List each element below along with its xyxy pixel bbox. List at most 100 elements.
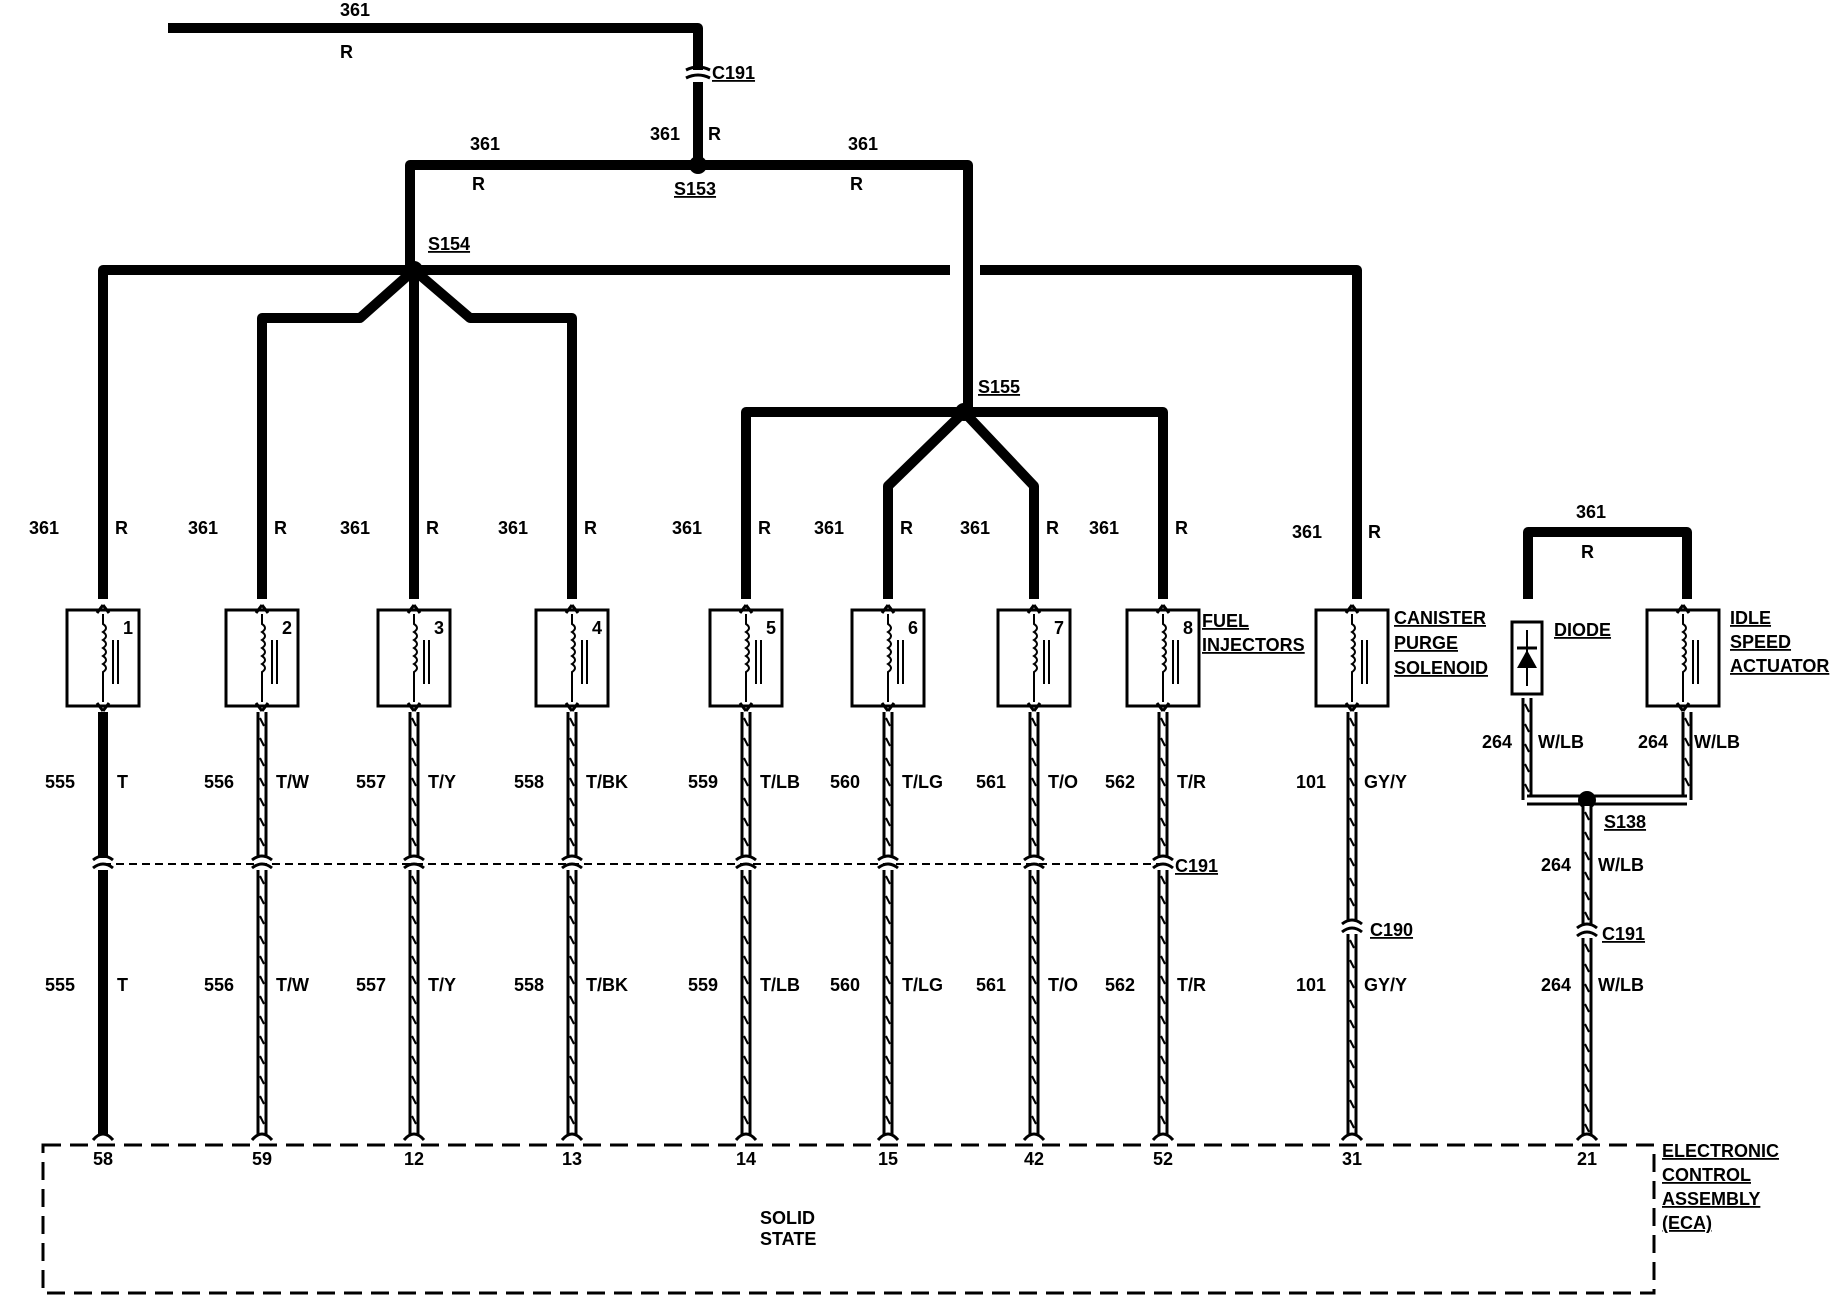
injector-7-wire-lower-stripe xyxy=(1031,1035,1037,1045)
idle-wire-lower-stripe xyxy=(1584,963,1590,973)
injector-2-wire-upper xyxy=(256,712,268,858)
injector-6-wire-upper xyxy=(882,712,894,858)
injector-3-wire-lower-stripe xyxy=(411,995,417,1005)
diode-wire-stripe xyxy=(1524,763,1530,773)
injector-6-wire-lower-stripe xyxy=(885,1015,891,1025)
injector-2-circuit-lower: 556 xyxy=(204,975,234,995)
injector-6-circuit-lower: 560 xyxy=(830,975,860,995)
injector-4-pin-cap xyxy=(560,1132,584,1142)
injector-6-wire-lower-stripe xyxy=(885,1095,891,1105)
fuel-injectors-label-line1: FUEL xyxy=(1202,611,1249,631)
canister-wire-upper-stripe xyxy=(1349,717,1355,727)
injector-8-color-upper: T/R xyxy=(1177,772,1206,792)
idle-actuator-symbol-arrows xyxy=(1675,604,1691,712)
fuel-injectors-label-line2: INJECTORS xyxy=(1202,635,1305,655)
injector-3-wire-lower-stripe xyxy=(411,895,417,905)
injector-2-wire-upper-stripe xyxy=(259,717,265,727)
injector-2-wire-lower-stripe xyxy=(259,1035,265,1045)
canister-purge-solenoid-label: CANISTER PURGE SOLENOID xyxy=(1394,608,1488,678)
injector-7-supply-circuit: 361 xyxy=(960,518,990,538)
canister-solenoid-symbol-arrows xyxy=(1344,604,1360,712)
injector-5-supply-circuit: 361 xyxy=(672,518,702,538)
injector-2-wire-lower-stripe xyxy=(259,1015,265,1025)
injector-2-wire-lower-stripe xyxy=(259,995,265,1005)
injector-5-wire-lower-stripe xyxy=(743,1095,749,1105)
diode-wire-stripe xyxy=(1524,743,1530,753)
injector-3-wire-lower-stripe xyxy=(411,1115,417,1125)
injector-7-wire-lower-stripe xyxy=(1031,935,1037,945)
injector-4-symbol-arrows xyxy=(564,604,580,712)
canister-color-upper: GY/Y xyxy=(1364,772,1407,792)
injector-2-wire-upper-stripe xyxy=(259,737,265,747)
canister-wire-lower-stripe xyxy=(1349,1019,1355,1029)
injector-8-wire-lower-stripe xyxy=(1160,935,1166,945)
injector-4-wire-upper-stripe xyxy=(569,817,575,827)
injector-3-circuit-lower: 557 xyxy=(356,975,386,995)
idle-label-line1: IDLE xyxy=(1730,608,1771,628)
injector-3-wire-upper-stripe xyxy=(411,757,417,767)
canister-wire-lower-stripe xyxy=(1349,1119,1355,1129)
injector-4-wire-upper-stripe xyxy=(569,717,575,727)
injector-8-wire-upper xyxy=(1157,712,1169,858)
feed-right-circuit: 361 xyxy=(848,134,878,154)
injector-3-wire-lower-stripe xyxy=(411,1015,417,1025)
injector-6-color-lower: T/LG xyxy=(902,975,943,995)
injector-4-symbol-coil xyxy=(570,614,576,702)
idle-label-line3: ACTUATOR xyxy=(1730,656,1829,676)
injector-7-supply-color: R xyxy=(1046,518,1059,538)
injector-4-supply-circuit: 361 xyxy=(498,518,528,538)
injector-4-wire-upper-stripe xyxy=(569,737,575,747)
injector-8-wire-upper-stripe xyxy=(1160,837,1166,847)
injector-6-wire-upper-stripe xyxy=(885,837,891,847)
injector-7-wire-lower-stripe xyxy=(1031,975,1037,985)
injector-4-wire-lower-stripe xyxy=(569,975,575,985)
injector-8-color-lower: T/R xyxy=(1177,975,1206,995)
injector-5-circuit-lower: 559 xyxy=(688,975,718,995)
injector-2-wire-upper-stripe xyxy=(259,837,265,847)
injector-5-wire-lower-stripe xyxy=(743,995,749,1005)
injector-3-pin-cap xyxy=(402,1132,426,1142)
eca-inner-line1: SOLID xyxy=(760,1208,815,1228)
eca-inner-line2: STATE xyxy=(760,1229,816,1249)
injector-5-wire-lower-stripe xyxy=(743,935,749,945)
injector-1-color-lower: T xyxy=(117,975,128,995)
idle-pin-cap xyxy=(1575,1132,1599,1142)
injector-6-color-upper: T/LG xyxy=(902,772,943,792)
injector-5-number: 5 xyxy=(766,618,776,638)
canister-wire-upper xyxy=(1346,712,1358,922)
injector-5-wire-lower-stripe xyxy=(743,915,749,925)
canister-wire-lower xyxy=(1346,934,1358,1135)
idle-actuator-wire xyxy=(1681,712,1693,800)
injector-2-wire-lower-stripe xyxy=(259,895,265,905)
injector-7-wire-lower-stripe xyxy=(1031,895,1037,905)
idle-c191-joint xyxy=(1576,922,1598,938)
splice-s153-dot xyxy=(689,156,707,174)
injector-8-supply-color: R xyxy=(1175,518,1188,538)
injector-7-wire-lower-stripe xyxy=(1031,955,1037,965)
injector-3-wire-upper-stripe xyxy=(411,717,417,727)
injector-6-wire-lower-stripe xyxy=(885,915,891,925)
injector-4-wire-lower-stripe xyxy=(569,1115,575,1125)
injector-8-symbol-arrows xyxy=(1155,604,1171,712)
injector-6-wire-lower-stripe xyxy=(885,955,891,965)
injector-7-wire-lower-stripe xyxy=(1031,1055,1037,1065)
splice-s138-dot xyxy=(1578,791,1596,809)
injector-8-wire-lower-stripe xyxy=(1160,1055,1166,1065)
idle-actuator-symbol xyxy=(1645,604,1721,712)
injector-1-circuit-upper: 555 xyxy=(45,772,75,792)
injector-6-supply-color: R xyxy=(900,518,913,538)
injector-8-wire-lower-stripe xyxy=(1160,955,1166,965)
idle-actuator-symbol-coil xyxy=(1681,614,1687,702)
feed-left-circuit: 361 xyxy=(470,134,500,154)
injector-6-symbol-arrows xyxy=(880,604,896,712)
injector-7-wire-upper-stripe xyxy=(1031,757,1037,767)
injector-6-wire-lower-stripe xyxy=(885,1035,891,1045)
injector-4-wire-lower-stripe xyxy=(569,1015,575,1025)
diode xyxy=(1510,620,1544,696)
injector-2-wire-upper-stripe xyxy=(259,757,265,767)
injector-3-wire-lower-stripe xyxy=(411,1075,417,1085)
